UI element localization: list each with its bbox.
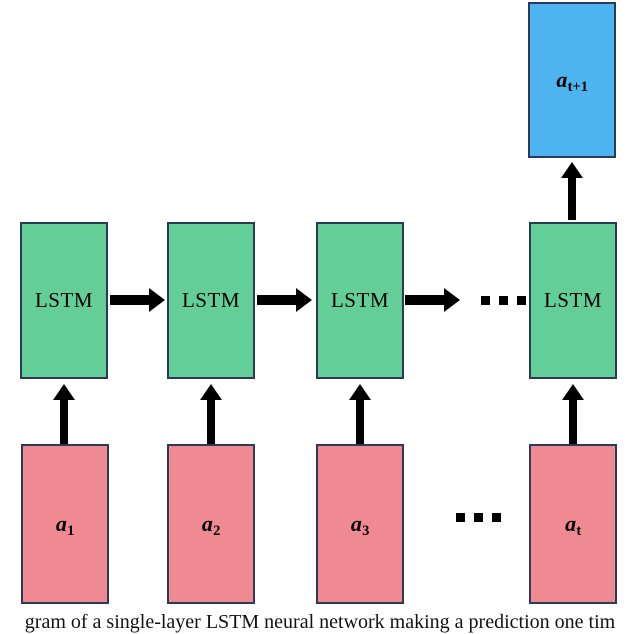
arrow-input1-to-cell1 [52, 384, 76, 444]
lstm-cell-4-label: LSTM [543, 288, 602, 312]
lstm-row-ellipsis [481, 296, 526, 305]
ellipsis-dot [499, 296, 508, 305]
output-node-a-t-plus-1: at+1 [528, 2, 616, 158]
arrow-cell1-to-cell2 [110, 288, 166, 312]
arrow-cell2-to-cell3 [257, 288, 313, 312]
ellipsis-dot [492, 513, 501, 522]
output-node-label-base: a [556, 67, 568, 92]
input-node-4-label: at [565, 511, 582, 540]
input-node-a-t: at [529, 444, 617, 604]
lstm-cell-3: LSTM [316, 222, 404, 379]
input-node-1-label: a1 [55, 511, 75, 540]
input-node-2-label: a2 [201, 511, 221, 540]
input-node-3-label: a3 [350, 511, 370, 540]
input-node-1-label-base: a [55, 511, 67, 536]
lstm-cell-1: LSTM [20, 222, 108, 379]
input-node-a-3: a3 [316, 444, 404, 604]
figure-caption: gram of a single-layer LSTM neural netwo… [24, 611, 616, 633]
input-node-a-1: a1 [21, 444, 109, 604]
input-node-a-2: a2 [167, 444, 255, 604]
arrow-cell4-to-output [560, 162, 584, 220]
input-node-3-label-subscript: 3 [362, 523, 370, 540]
arrow-cell3-to-ellipsis [405, 288, 461, 312]
input-node-4-label-subscript: t [576, 523, 582, 540]
output-node-label: at+1 [556, 67, 588, 96]
input-node-1-label-subscript: 1 [67, 523, 75, 540]
input-node-2-label-base: a [201, 511, 213, 536]
output-node-label-subscript: t+1 [567, 79, 588, 96]
input-node-3-label-base: a [350, 511, 362, 536]
lstm-cell-4: LSTM [529, 222, 617, 379]
ellipsis-dot [456, 513, 465, 522]
input-node-4-label-base: a [565, 511, 577, 536]
ellipsis-dot [474, 513, 483, 522]
arrow-input2-to-cell2 [199, 384, 223, 444]
lstm-cell-1-label: LSTM [34, 288, 93, 312]
input-row-ellipsis [456, 513, 501, 522]
input-node-2-label-subscript: 2 [213, 523, 221, 540]
ellipsis-dot [517, 296, 526, 305]
arrow-input3-to-cell3 [348, 384, 372, 444]
lstm-cell-2: LSTM [167, 222, 255, 379]
lstm-cell-2-label: LSTM [181, 288, 240, 312]
ellipsis-dot [481, 296, 490, 305]
arrow-input4-to-cell4 [561, 384, 585, 444]
lstm-cell-3-label: LSTM [330, 288, 389, 312]
